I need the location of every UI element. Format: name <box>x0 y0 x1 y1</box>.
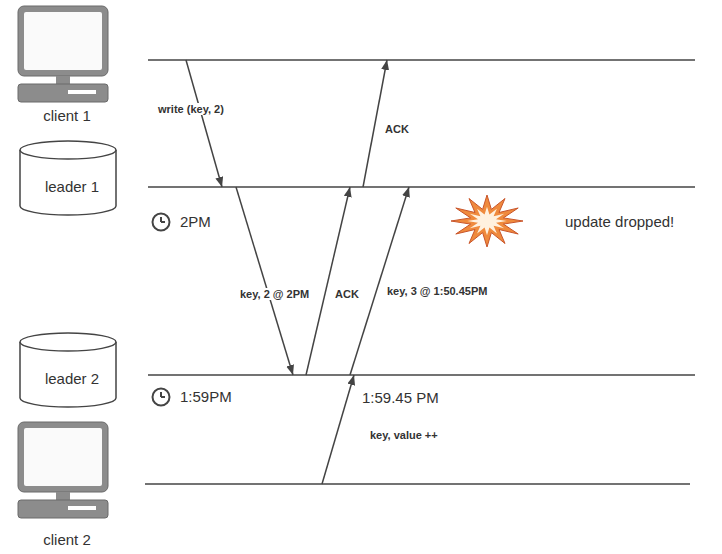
lifeline <box>148 374 695 376</box>
explosion-icon <box>451 195 523 247</box>
leader-node: leader 2 <box>18 332 126 408</box>
message-arrow <box>322 375 354 484</box>
client-node: client 1 <box>16 4 118 126</box>
note-text: update dropped! <box>565 213 674 230</box>
node-label: leader 1 <box>18 178 126 195</box>
message-label: write (key, 2) <box>156 103 226 115</box>
message-arrow <box>306 187 350 375</box>
clock-icon <box>153 389 170 406</box>
node-label: leader 2 <box>18 370 126 387</box>
timestamp-label: 2PM <box>180 213 211 230</box>
message-arrow <box>236 187 293 375</box>
lifeline <box>148 186 695 188</box>
message-label: ACK <box>383 123 411 135</box>
computer-icon <box>16 4 110 104</box>
node-label: client 2 <box>16 531 118 548</box>
client-node: client 2 <box>16 420 118 550</box>
clock-icon <box>153 214 170 231</box>
lifeline <box>145 483 690 485</box>
node-label: client 1 <box>16 107 118 124</box>
lifeline <box>148 59 695 61</box>
message-arrow <box>186 60 222 187</box>
timestamp-label: 1:59PM <box>180 388 232 405</box>
timestamp-label: 1:59.45 PM <box>362 389 439 406</box>
message-label: ACK <box>333 288 361 300</box>
message-label: key, value ++ <box>368 429 440 441</box>
message-label: key, 3 @ 1:50.45PM <box>385 285 489 297</box>
computer-icon <box>16 420 110 520</box>
leader-node: leader 1 <box>18 140 126 216</box>
message-label: key, 2 @ 2PM <box>238 288 311 300</box>
message-arrow <box>350 187 409 375</box>
